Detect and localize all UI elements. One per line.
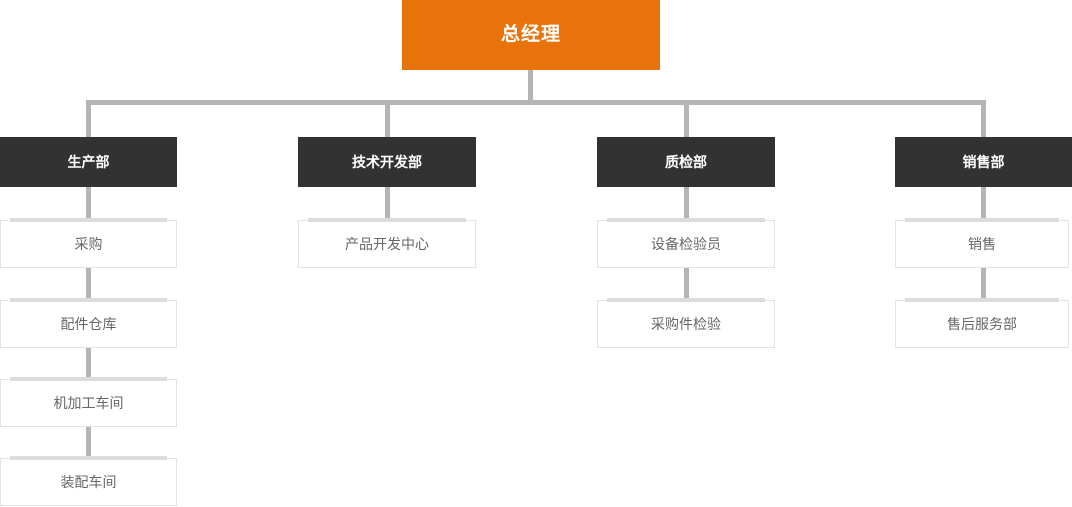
connector-rail (86, 100, 986, 105)
connector-root-stem (528, 70, 533, 105)
org-node-child: 配件仓库 (0, 298, 177, 348)
connector-drop (981, 100, 986, 137)
org-node-child: 设备检验员 (597, 218, 775, 268)
connector-stub (981, 268, 986, 300)
org-node-department: 质检部 (597, 137, 775, 187)
org-node-child: 售后服务部 (895, 298, 1069, 348)
connector-stub (384, 187, 390, 220)
connector-stub (981, 187, 986, 220)
org-node-department: 销售部 (895, 137, 1072, 187)
connector-drop (384, 100, 390, 137)
org-node-department: 生产部 (0, 137, 177, 187)
org-node-root: 总经理 (402, 0, 660, 70)
org-node-child: 装配车间 (0, 456, 177, 506)
connector-stub (86, 268, 91, 300)
connector-stub (683, 187, 689, 220)
connector-stub (86, 187, 91, 220)
org-node-department: 技术开发部 (298, 137, 476, 187)
org-node-child: 采购 (0, 218, 177, 268)
connector-drop (683, 100, 689, 137)
connector-drop (86, 100, 91, 137)
org-node-child: 产品开发中心 (298, 218, 476, 268)
org-node-child: 采购件检验 (597, 298, 775, 348)
connector-stub (86, 348, 91, 379)
org-node-child: 机加工车间 (0, 377, 177, 427)
connector-stub (86, 427, 91, 458)
connector-stub (683, 268, 689, 300)
org-node-child: 销售 (895, 218, 1069, 268)
